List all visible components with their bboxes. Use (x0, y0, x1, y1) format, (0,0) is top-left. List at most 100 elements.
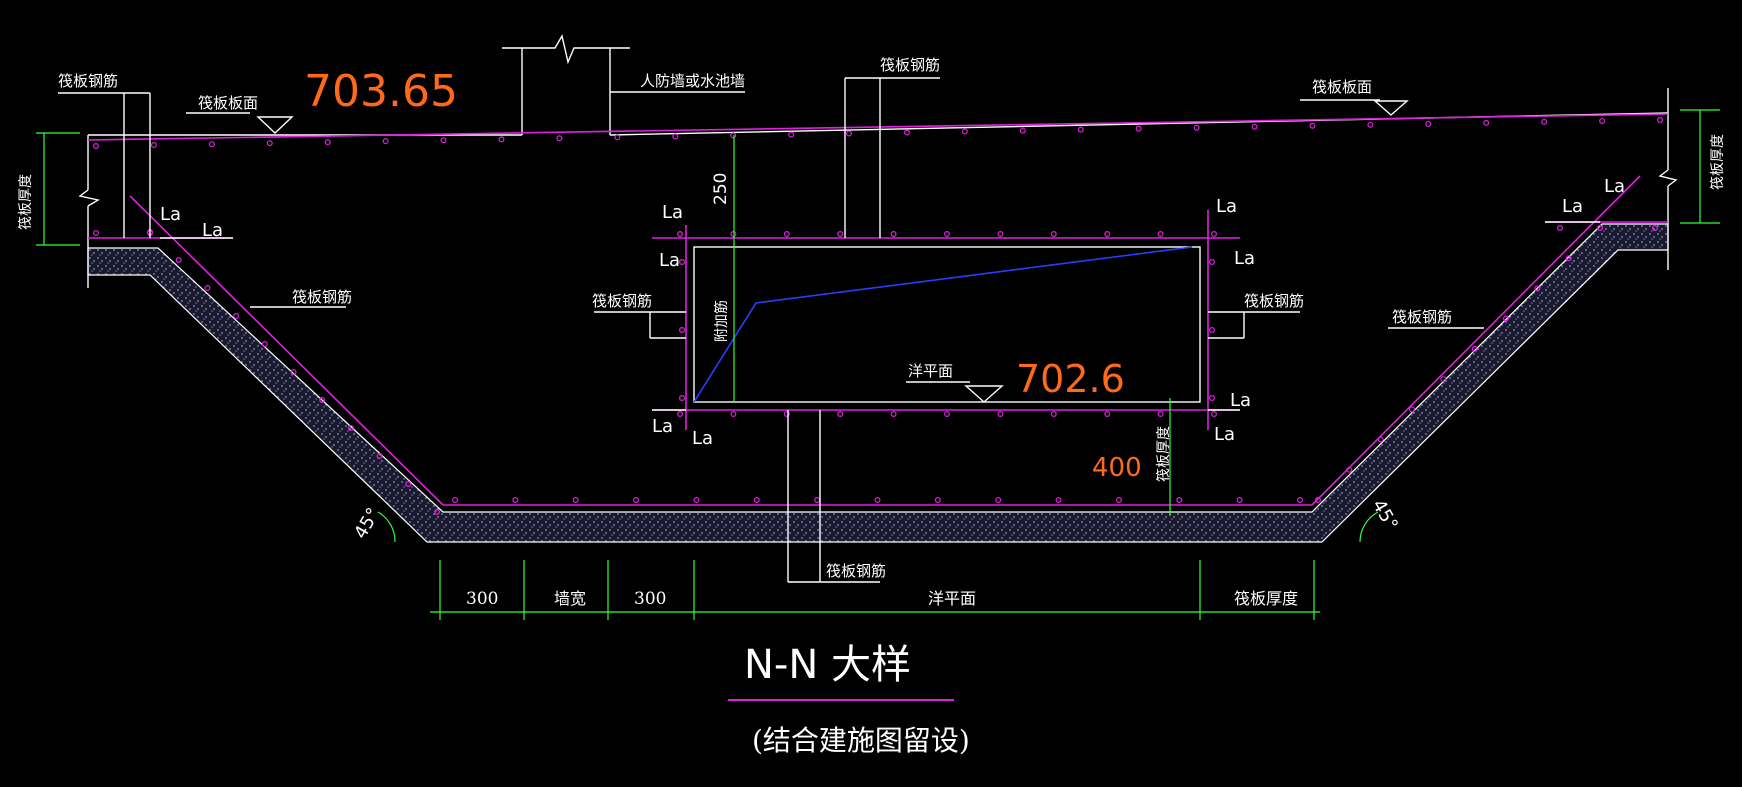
label-raft-rebar-top-left: 筏板钢筋 (58, 72, 118, 90)
rebar-dot (676, 411, 683, 418)
dim-label-raft-thickness: 筏板厚度 (1234, 589, 1298, 608)
label-raft-rebar-slope-right: 筏板钢筋 (1392, 308, 1452, 326)
label-raft-thickness-right: 筏板厚度 (1709, 134, 1726, 190)
rebar-dot (261, 341, 268, 348)
rebar-dot (1656, 116, 1663, 123)
rebar-dot (376, 453, 383, 460)
rebar-dot (730, 132, 737, 139)
rebar-dot (874, 497, 881, 504)
rebar-dot (208, 141, 215, 148)
rebar-dot (997, 231, 1004, 238)
label-raft-rebar-box-left: 筏板钢筋 (592, 292, 652, 310)
la-label: La (662, 202, 683, 223)
rebar-dot (1346, 466, 1353, 473)
rebar-dot (1367, 121, 1374, 128)
elevation-pit: 702.6 (1016, 357, 1125, 401)
la-label: La (652, 416, 673, 437)
rebar-dot (1556, 225, 1563, 232)
rebar-dot (175, 257, 182, 264)
rebar-dot (1157, 411, 1164, 418)
label-raft-thickness-left: 筏板厚度 (17, 174, 34, 230)
label-raft-rebar-slope-left: 筏板钢筋 (292, 288, 352, 306)
rebar-dot (233, 313, 240, 320)
label-civil-defense-wall: 人防墙或水池墙 (640, 72, 745, 90)
rebar-dot (382, 138, 389, 145)
rebar-dot (452, 497, 459, 504)
rebar-dot (1408, 406, 1415, 413)
rebar-dot (1176, 497, 1183, 504)
rebar-dot (1077, 126, 1084, 133)
rebar-dot (890, 411, 897, 418)
rebar-dot (440, 137, 447, 144)
la-label: La (1562, 196, 1583, 217)
dimension-400: 400 (1092, 453, 1142, 483)
rebar-dot (678, 259, 685, 266)
label-raft-rebar-top-middle: 筏板钢筋 (880, 56, 940, 74)
label-pit-bottom: 洋平面 (908, 362, 953, 380)
rebar-dot (1314, 497, 1321, 504)
rebar-dot (676, 231, 683, 238)
rebar-dot (837, 411, 844, 418)
added-rebar-line (693, 246, 1193, 403)
rebar-dot (204, 285, 211, 292)
rebar-dot (324, 139, 331, 146)
rebar-dot (1050, 231, 1057, 238)
rebar-dot (266, 140, 273, 147)
rebar-dot (783, 231, 790, 238)
rebar-dot (92, 230, 99, 237)
rebar-dot (1377, 436, 1384, 443)
rebar-dot (943, 231, 950, 238)
label-raft-rebar-bottom: 筏板钢筋 (826, 562, 886, 580)
rebar-dot (1210, 231, 1217, 238)
detail-subtitle: (结合建施图留设) (752, 724, 970, 757)
angle-label-left: 45° (350, 504, 384, 542)
rebar-dot (783, 411, 790, 418)
rebar-dot (290, 369, 297, 376)
rebar-dot (903, 129, 910, 136)
rebar-dot (150, 142, 157, 149)
rebar-dot (1236, 497, 1243, 504)
rebar-dot (1541, 118, 1548, 125)
angle-label-right: 45° (1368, 496, 1402, 534)
rebar-dot (1599, 117, 1606, 124)
rebar-dot (753, 497, 760, 504)
rebar-dot (814, 497, 821, 504)
rebar-dot (997, 411, 1004, 418)
rebar-dot (943, 411, 950, 418)
la-label: La (659, 250, 680, 271)
rebar-dot (1135, 125, 1142, 132)
rebar-dot (846, 130, 853, 137)
la-label: La (160, 204, 181, 225)
rebar-dot (319, 397, 326, 404)
rebar-dot (1019, 127, 1026, 134)
rebar-dot (614, 134, 621, 141)
rebar-dot (434, 509, 441, 516)
rebar-dot (1104, 231, 1111, 238)
rebar-dot (961, 128, 968, 135)
rebar-dot (890, 231, 897, 238)
rebar-dot (1208, 327, 1215, 334)
leader-lines (58, 77, 1600, 583)
rebar-dot (1251, 123, 1258, 130)
la-label: La (1216, 196, 1237, 217)
rebar-dot (1210, 411, 1217, 418)
rebar-dot (572, 497, 579, 504)
dim-label-pit-bottom: 洋平面 (928, 589, 976, 608)
rebar-dot (1483, 119, 1490, 126)
rebar-dot (1651, 225, 1658, 232)
label-raft-rebar-box-right: 筏板钢筋 (1244, 292, 1304, 310)
rebar-dot (1296, 497, 1303, 504)
label-raft-surface-right: 筏板板面 (1312, 78, 1372, 96)
rebar-dot (1440, 376, 1447, 383)
rebar-dot (92, 143, 99, 150)
dimension-250: 250 (711, 173, 731, 205)
la-label: La (1230, 390, 1251, 411)
detail-title: N-N 大样 (744, 642, 911, 688)
la-label: La (692, 428, 713, 449)
rebar-dot (730, 411, 737, 418)
rebar-dot (1425, 120, 1432, 127)
rebar-dot (837, 231, 844, 238)
rebar-dot (1115, 497, 1122, 504)
rebar-dot (693, 497, 700, 504)
